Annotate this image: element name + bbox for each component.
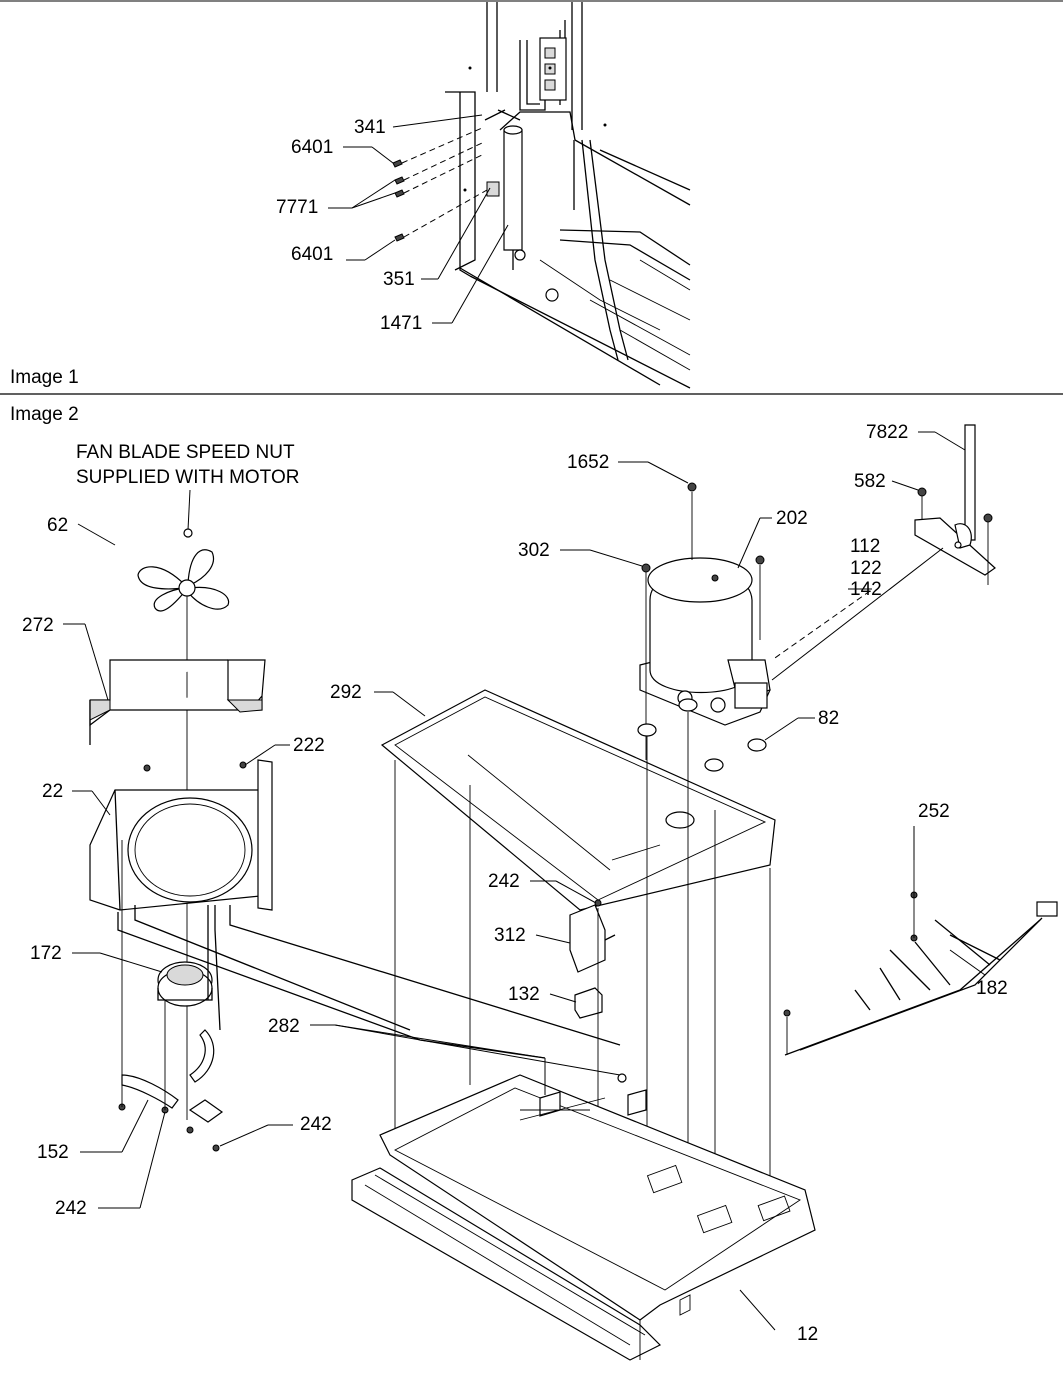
svg-text:172: 172 bbox=[30, 943, 62, 964]
svg-text:242: 242 bbox=[55, 1198, 87, 1219]
svg-text:202: 202 bbox=[776, 508, 808, 529]
svg-text:122: 122 bbox=[850, 558, 882, 579]
svg-text:6401: 6401 bbox=[291, 244, 333, 265]
fan-note-line-2: SUPPLIED WITH MOTOR bbox=[76, 467, 299, 488]
callout-7822: 7822 bbox=[866, 422, 966, 451]
svg-text:242: 242 bbox=[488, 871, 520, 892]
grommets bbox=[637, 698, 767, 772]
image-2-caption: Image 2 bbox=[10, 404, 79, 425]
relay-312 bbox=[569, 904, 616, 973]
callout-82: 82 bbox=[764, 708, 839, 741]
svg-text:351: 351 bbox=[383, 269, 415, 290]
callout-242-lower: 242 bbox=[219, 1114, 332, 1147]
fan-note-line-1: FAN BLADE SPEED NUT bbox=[76, 442, 295, 463]
svg-text:112: 112 bbox=[850, 536, 880, 557]
callout-272: 272 bbox=[22, 615, 109, 701]
callout-7771: 7771 bbox=[276, 179, 396, 218]
svg-text:7771: 7771 bbox=[276, 197, 318, 218]
svg-text:7822: 7822 bbox=[866, 422, 908, 443]
callout-202: 202 bbox=[737, 508, 808, 569]
svg-text:62: 62 bbox=[47, 515, 68, 536]
svg-text:242: 242 bbox=[300, 1114, 332, 1135]
callout-292: 292 bbox=[330, 682, 426, 717]
svg-text:341: 341 bbox=[354, 117, 386, 138]
fan-shroud bbox=[89, 659, 266, 745]
svg-text:1652: 1652 bbox=[567, 452, 609, 473]
svg-text:12: 12 bbox=[797, 1324, 818, 1345]
fan-blade bbox=[137, 528, 230, 612]
fan-motor bbox=[157, 961, 213, 1007]
svg-text:6401: 6401 bbox=[291, 137, 333, 158]
svg-text:252: 252 bbox=[918, 801, 950, 822]
callout-312: 312 bbox=[494, 925, 571, 946]
callout-1471: 1471 bbox=[380, 224, 509, 334]
svg-text:22: 22 bbox=[42, 781, 63, 802]
screw-7771-a bbox=[394, 176, 405, 185]
callout-182: 182 bbox=[949, 949, 1008, 999]
callout-242-left: 242 bbox=[55, 1111, 166, 1219]
svg-text:302: 302 bbox=[518, 540, 550, 561]
svg-text:152: 152 bbox=[37, 1142, 69, 1163]
condenser-tray bbox=[351, 1074, 816, 1361]
screw-6401-bottom bbox=[394, 233, 405, 242]
callout-62: 62 bbox=[47, 515, 116, 546]
callout-1652: 1652 bbox=[567, 452, 689, 484]
cabinet-back-illustration bbox=[392, 2, 691, 389]
svg-text:582: 582 bbox=[854, 471, 886, 492]
compressor bbox=[639, 557, 771, 726]
svg-text:222: 222 bbox=[293, 735, 325, 756]
drain-pan bbox=[380, 689, 776, 911]
callout-172: 172 bbox=[30, 943, 163, 973]
wiring-harness bbox=[783, 860, 1058, 1056]
callout-112-122-142: 112 122 142 bbox=[848, 536, 882, 600]
callout-351: 351 bbox=[383, 187, 491, 290]
svg-text:312: 312 bbox=[494, 925, 526, 946]
svg-text:1471: 1471 bbox=[380, 313, 422, 334]
capacitor-132 bbox=[574, 987, 603, 1019]
callout-12: 12 bbox=[797, 1324, 818, 1345]
svg-text:82: 82 bbox=[818, 708, 839, 729]
callout-6401-bottom: 6401 bbox=[291, 239, 396, 265]
svg-text:132: 132 bbox=[508, 984, 540, 1005]
screw-7771-b bbox=[394, 189, 405, 198]
callout-152: 152 bbox=[37, 1099, 149, 1163]
image-2-panel: Image 2 FAN BLADE SPEED NUT SUPPLIED WIT… bbox=[10, 404, 1058, 1361]
fan-bracket bbox=[89, 759, 273, 911]
mounting-bracket-7822 bbox=[914, 424, 996, 585]
callout-6401-top: 6401 bbox=[291, 137, 394, 164]
callout-582: 582 bbox=[854, 471, 919, 492]
callout-341: 341 bbox=[354, 114, 483, 138]
callout-282: 282 bbox=[268, 1016, 621, 1095]
callout-222: 222 bbox=[244, 735, 325, 766]
image-1-caption: Image 1 bbox=[10, 367, 79, 388]
callout-242-mid: 242 bbox=[488, 871, 597, 904]
callout-132: 132 bbox=[508, 984, 577, 1005]
svg-text:272: 272 bbox=[22, 615, 54, 636]
image-1-panel: 341 6401 7771 6401 351 1471 bbox=[0, 0, 1063, 395]
callout-252: 252 bbox=[913, 801, 950, 860]
callout-302: 302 bbox=[518, 540, 643, 567]
svg-text:292: 292 bbox=[330, 682, 362, 703]
screw-6401-top bbox=[392, 159, 403, 168]
svg-text:282: 282 bbox=[268, 1016, 300, 1037]
callout-22: 22 bbox=[42, 781, 111, 816]
svg-text:182: 182 bbox=[976, 978, 1008, 999]
